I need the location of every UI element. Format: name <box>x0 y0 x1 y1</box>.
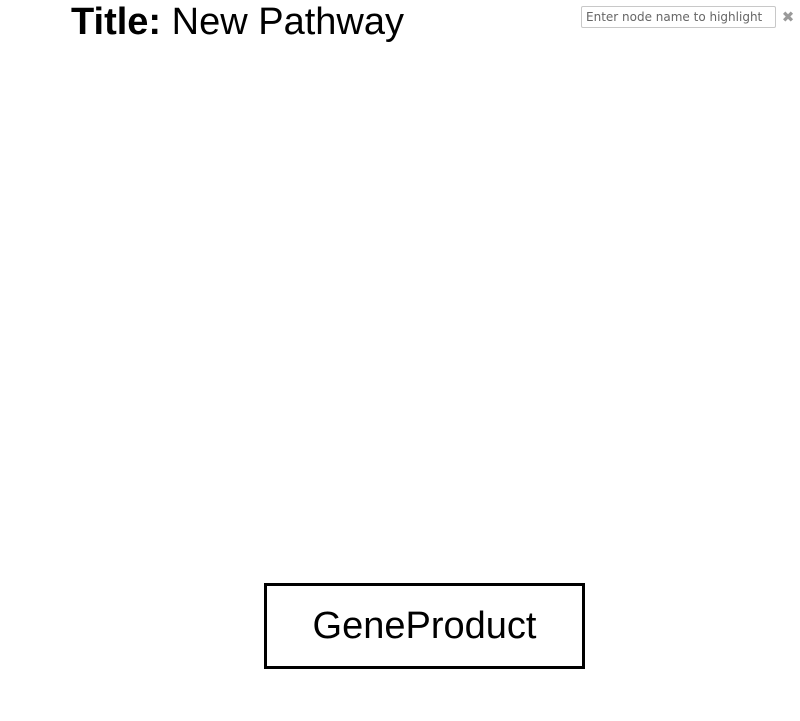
search-input[interactable] <box>581 6 776 28</box>
gene-product-node[interactable]: GeneProduct <box>264 583 585 669</box>
title-value: New Pathway <box>171 1 404 43</box>
close-icon[interactable]: ✖ <box>779 7 797 27</box>
gene-product-label: GeneProduct <box>312 604 537 647</box>
pathway-title: Title: New Pathway <box>71 0 404 44</box>
title-label: Title: <box>71 1 162 43</box>
